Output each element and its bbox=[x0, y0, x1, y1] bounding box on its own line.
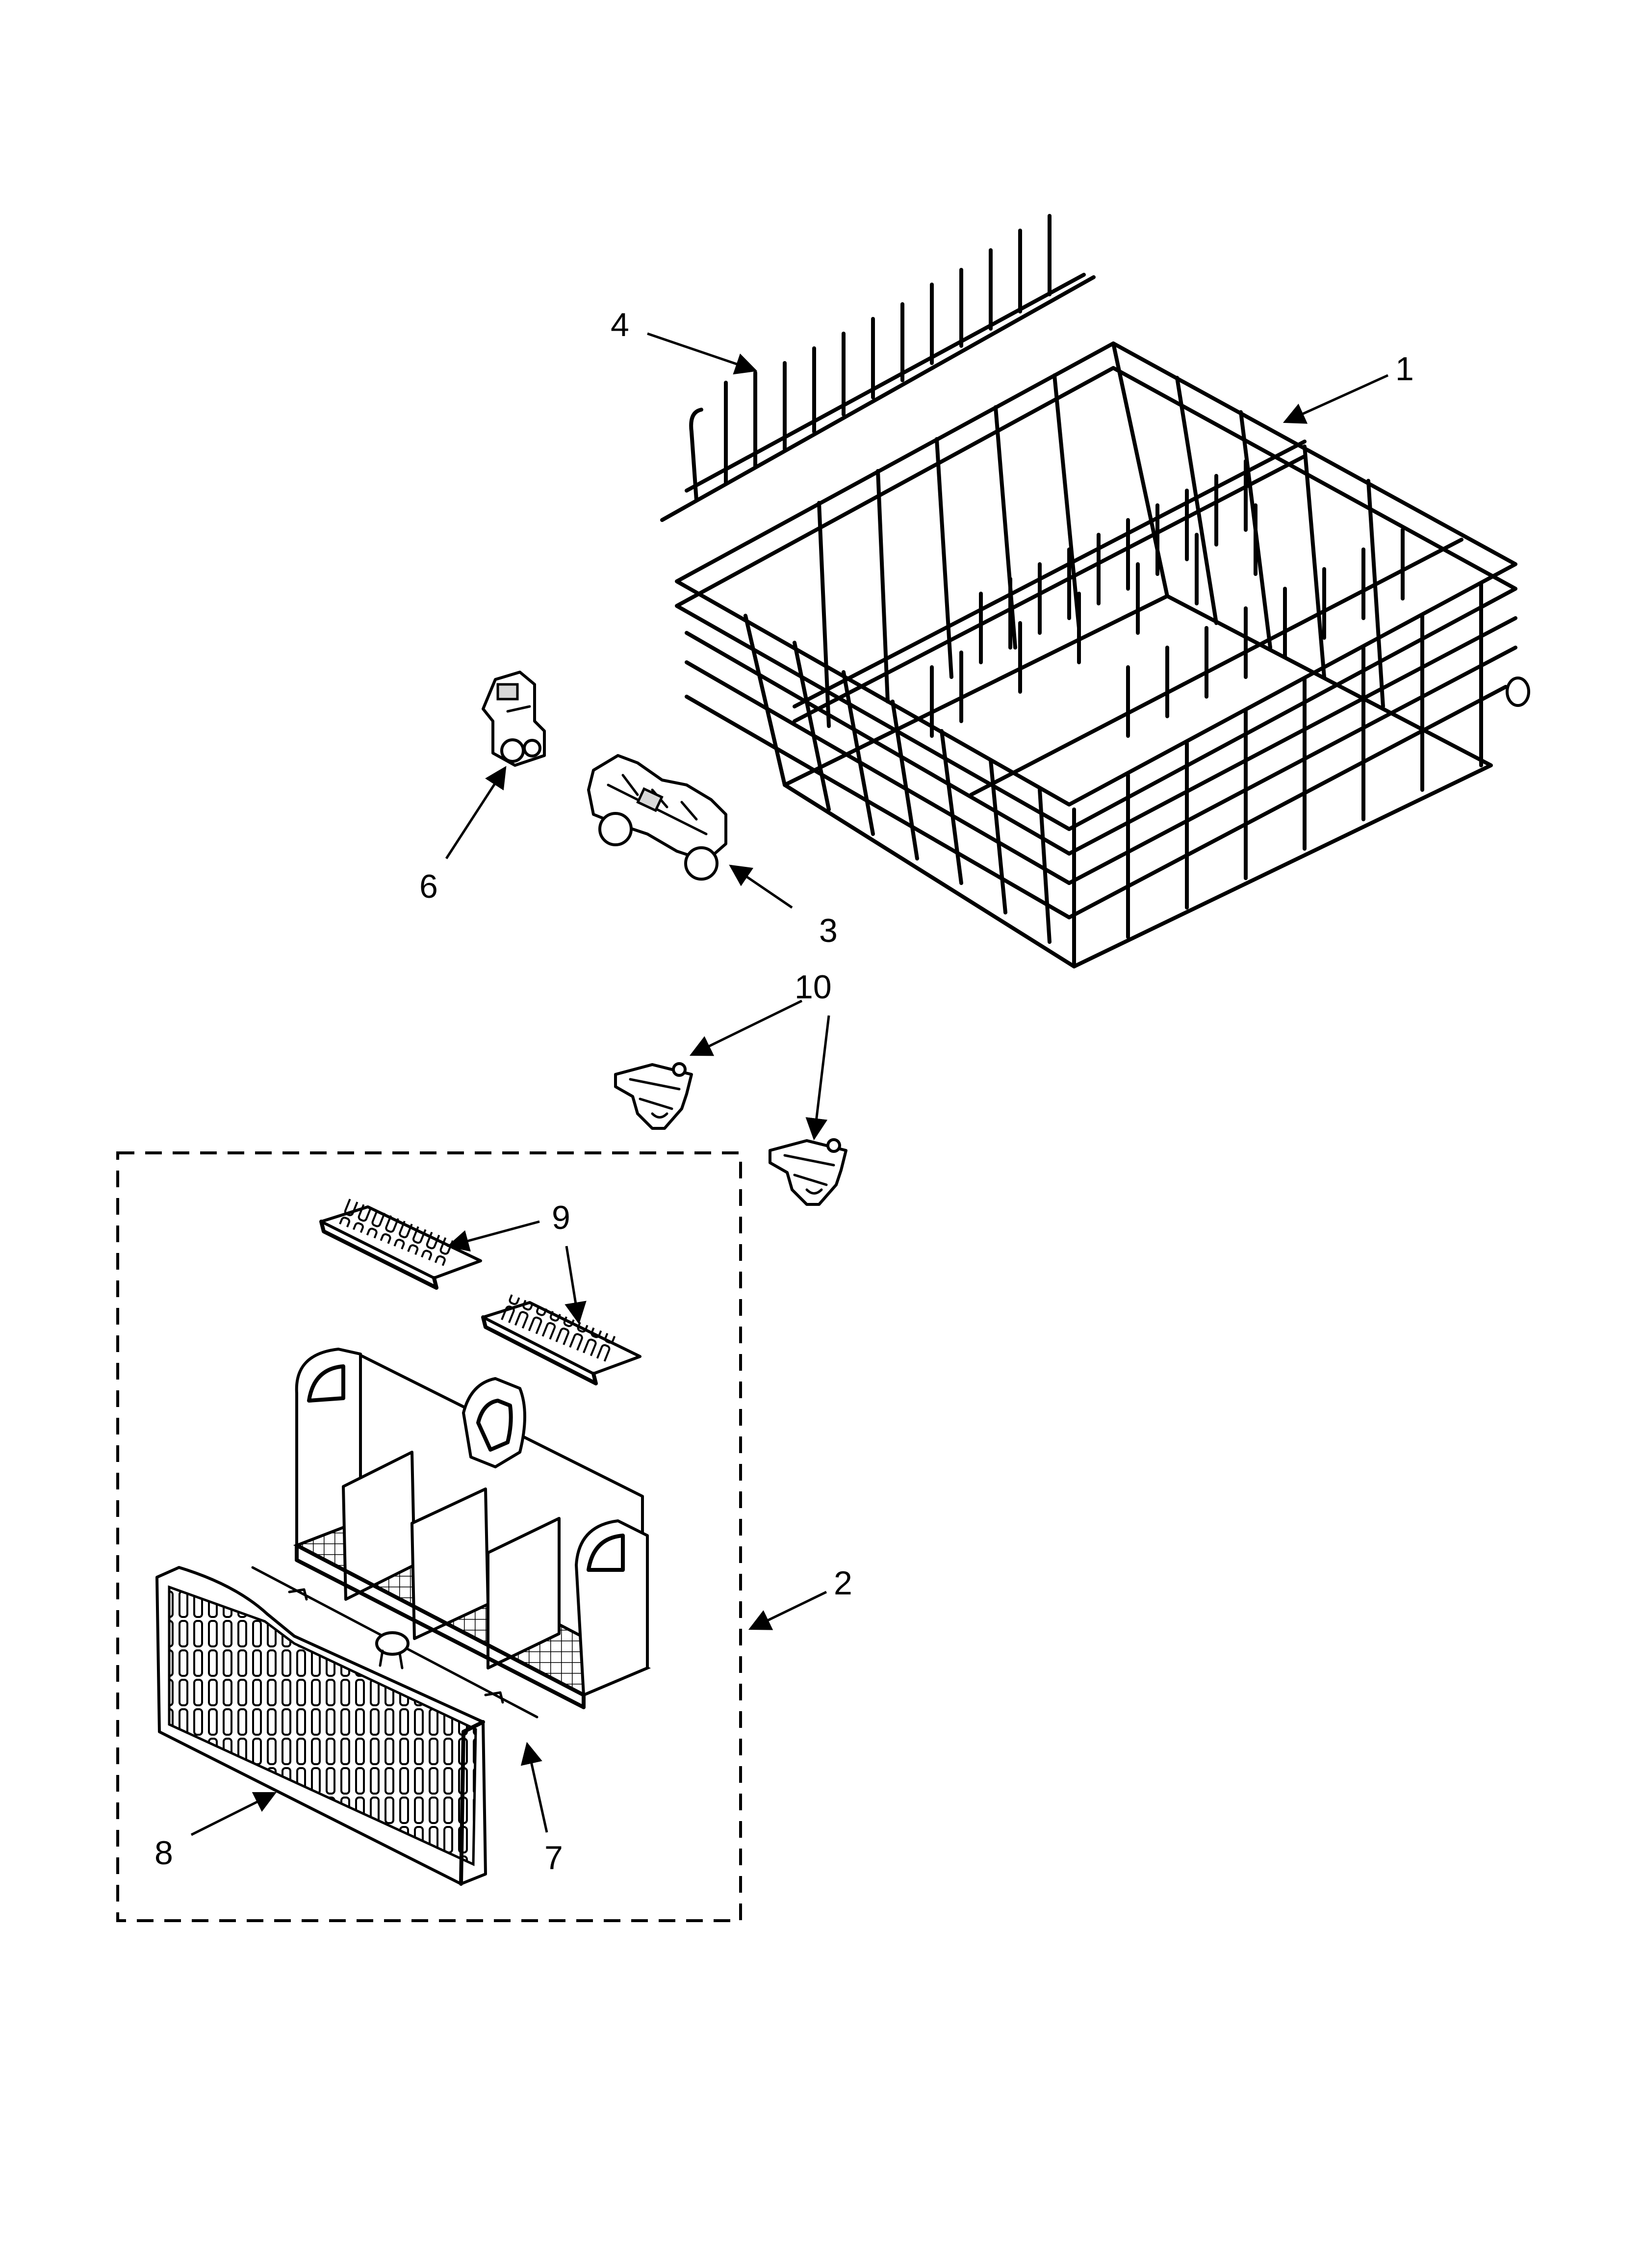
basket-lid-panel bbox=[155, 1566, 487, 1886]
callout-9: 9 bbox=[552, 1199, 570, 1236]
callout-4: 4 bbox=[611, 306, 629, 343]
silverware-basket bbox=[293, 1348, 651, 1709]
callout-7: 7 bbox=[544, 1839, 563, 1877]
rack-roller-clip bbox=[482, 671, 546, 767]
rack-stop-right bbox=[769, 1138, 847, 1206]
callout-6: 6 bbox=[419, 868, 438, 905]
callout-8: 8 bbox=[154, 1834, 173, 1872]
basket-cover-right bbox=[481, 1293, 641, 1385]
lower-dish-rack bbox=[675, 341, 1530, 968]
tine-row-insert bbox=[660, 214, 1096, 522]
callout-labels: 1 4 6 3 10 9 2 7 8 bbox=[154, 306, 1414, 1877]
rack-roller-assembly bbox=[587, 754, 727, 881]
callout-10: 10 bbox=[795, 968, 832, 1006]
rack-stop-left bbox=[614, 1062, 693, 1130]
callout-2: 2 bbox=[834, 1564, 852, 1602]
callout-1: 1 bbox=[1395, 350, 1414, 388]
callout-3: 3 bbox=[819, 912, 838, 949]
leader-lines bbox=[190, 332, 1389, 1836]
basket-clip-bar bbox=[251, 1566, 539, 1719]
basket-cover-left bbox=[319, 1198, 482, 1290]
silverware-basket-group-outline bbox=[116, 1151, 742, 1922]
